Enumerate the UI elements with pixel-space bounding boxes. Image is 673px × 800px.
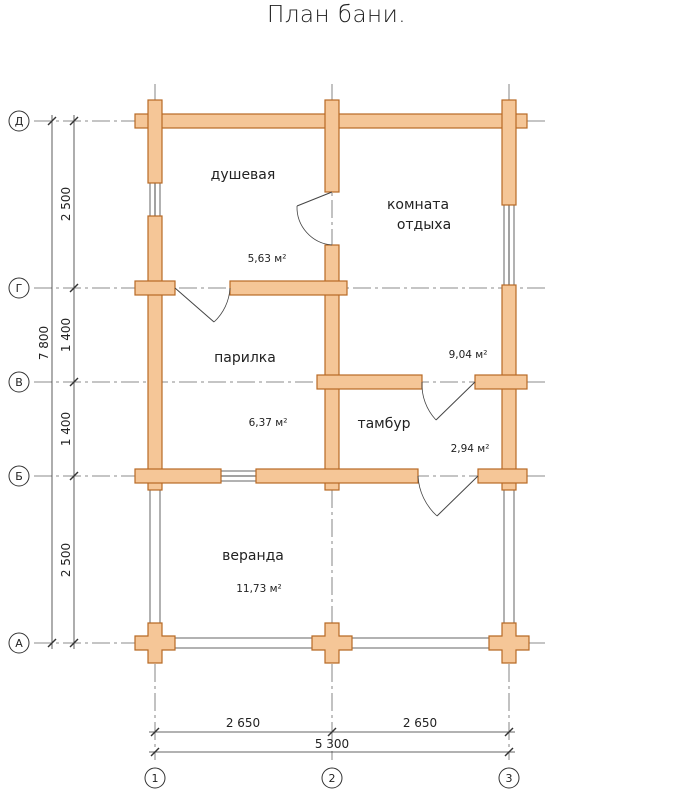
dim-bottom-seg-1: 2 650 (226, 716, 260, 730)
wall-b-mid (255, 468, 419, 484)
wall-shower-rest (324, 99, 340, 193)
room-area-steam: 6,37 м² (249, 417, 288, 429)
wall-b-left (134, 468, 222, 484)
wall-left-upper (147, 99, 163, 184)
veranda-posts (134, 622, 530, 664)
axis-lines (34, 84, 545, 760)
axis-bubble-3: 3 (498, 767, 520, 789)
veranda-rail-left (149, 489, 161, 624)
veranda-rail-right (503, 489, 515, 624)
left-dimensions: 2 500 1 400 1 400 2 500 7 800 (37, 115, 79, 649)
post-a2 (311, 622, 353, 664)
walls (134, 99, 528, 491)
bottom-dimensions: 2 650 2 650 5 300 (149, 716, 515, 757)
wall-g-left-stub (134, 280, 176, 296)
dim-bottom-seg-2: 2 650 (403, 716, 437, 730)
room-name-shower: душевая (211, 167, 276, 183)
svg-text:А: А (15, 637, 23, 650)
axis-bubble-b: Б (8, 465, 30, 487)
svg-text:Д: Д (15, 115, 24, 128)
axis-bubble-g: Г (8, 277, 30, 299)
svg-text:2: 2 (329, 772, 336, 785)
room-name-vestibule: тамбур (357, 416, 410, 432)
wall-left-lower (147, 215, 163, 491)
room-name-rest-line1: комната (387, 197, 449, 213)
room-area-shower: 5,63 м² (248, 253, 287, 265)
axis-bubble-2: 2 (321, 767, 343, 789)
dim-left-seg-2: 1 400 (59, 318, 73, 352)
veranda-rail-bottom-right (345, 637, 495, 649)
axis-bubble-d: Д (8, 110, 30, 132)
door-shower (296, 191, 333, 246)
axis-bubbles: Д Г В Б А 1 2 3 (8, 110, 520, 789)
door-steam-room (174, 287, 231, 323)
wall-right-upper (501, 99, 517, 206)
room-labels: душевая 5,63 м² комната отдыха 9,04 м² п… (211, 167, 490, 595)
door-rest-room (421, 381, 476, 421)
svg-text:В: В (15, 376, 23, 389)
svg-text:1: 1 (152, 772, 159, 785)
wall-g-shower-steam (229, 280, 348, 296)
svg-text:3: 3 (506, 772, 513, 785)
veranda-rail-bottom-left (169, 637, 319, 649)
door-entrance (417, 475, 479, 517)
room-name-steam: парилка (214, 350, 276, 366)
room-name-veranda: веранда (222, 548, 284, 564)
dim-left-seg-4: 2 500 (59, 543, 73, 577)
wall-v-right (474, 374, 528, 390)
dim-bottom-total: 5 300 (315, 737, 349, 751)
axis-bubble-v: В (8, 371, 30, 393)
axis-bubble-a: А (8, 632, 30, 654)
svg-text:Г: Г (16, 282, 23, 295)
room-area-veranda: 11,73 м² (236, 583, 282, 595)
room-name-rest-line2: отдыха (397, 217, 451, 233)
room-area-vestibule: 2,94 м² (451, 443, 490, 455)
plan-title: План бани. (266, 2, 407, 28)
room-area-rest: 9,04 м² (449, 349, 488, 361)
windows (149, 182, 515, 649)
post-a3 (488, 622, 530, 664)
doors (174, 191, 479, 517)
dim-left-seg-1: 2 500 (59, 187, 73, 221)
post-a1 (134, 622, 176, 664)
axis-bubble-1: 1 (144, 767, 166, 789)
svg-text:Б: Б (15, 470, 23, 483)
dim-left-total: 7 800 (37, 326, 51, 360)
wall-v-left (316, 374, 423, 390)
wall-b-right (477, 468, 528, 484)
dim-left-seg-3: 1 400 (59, 412, 73, 446)
